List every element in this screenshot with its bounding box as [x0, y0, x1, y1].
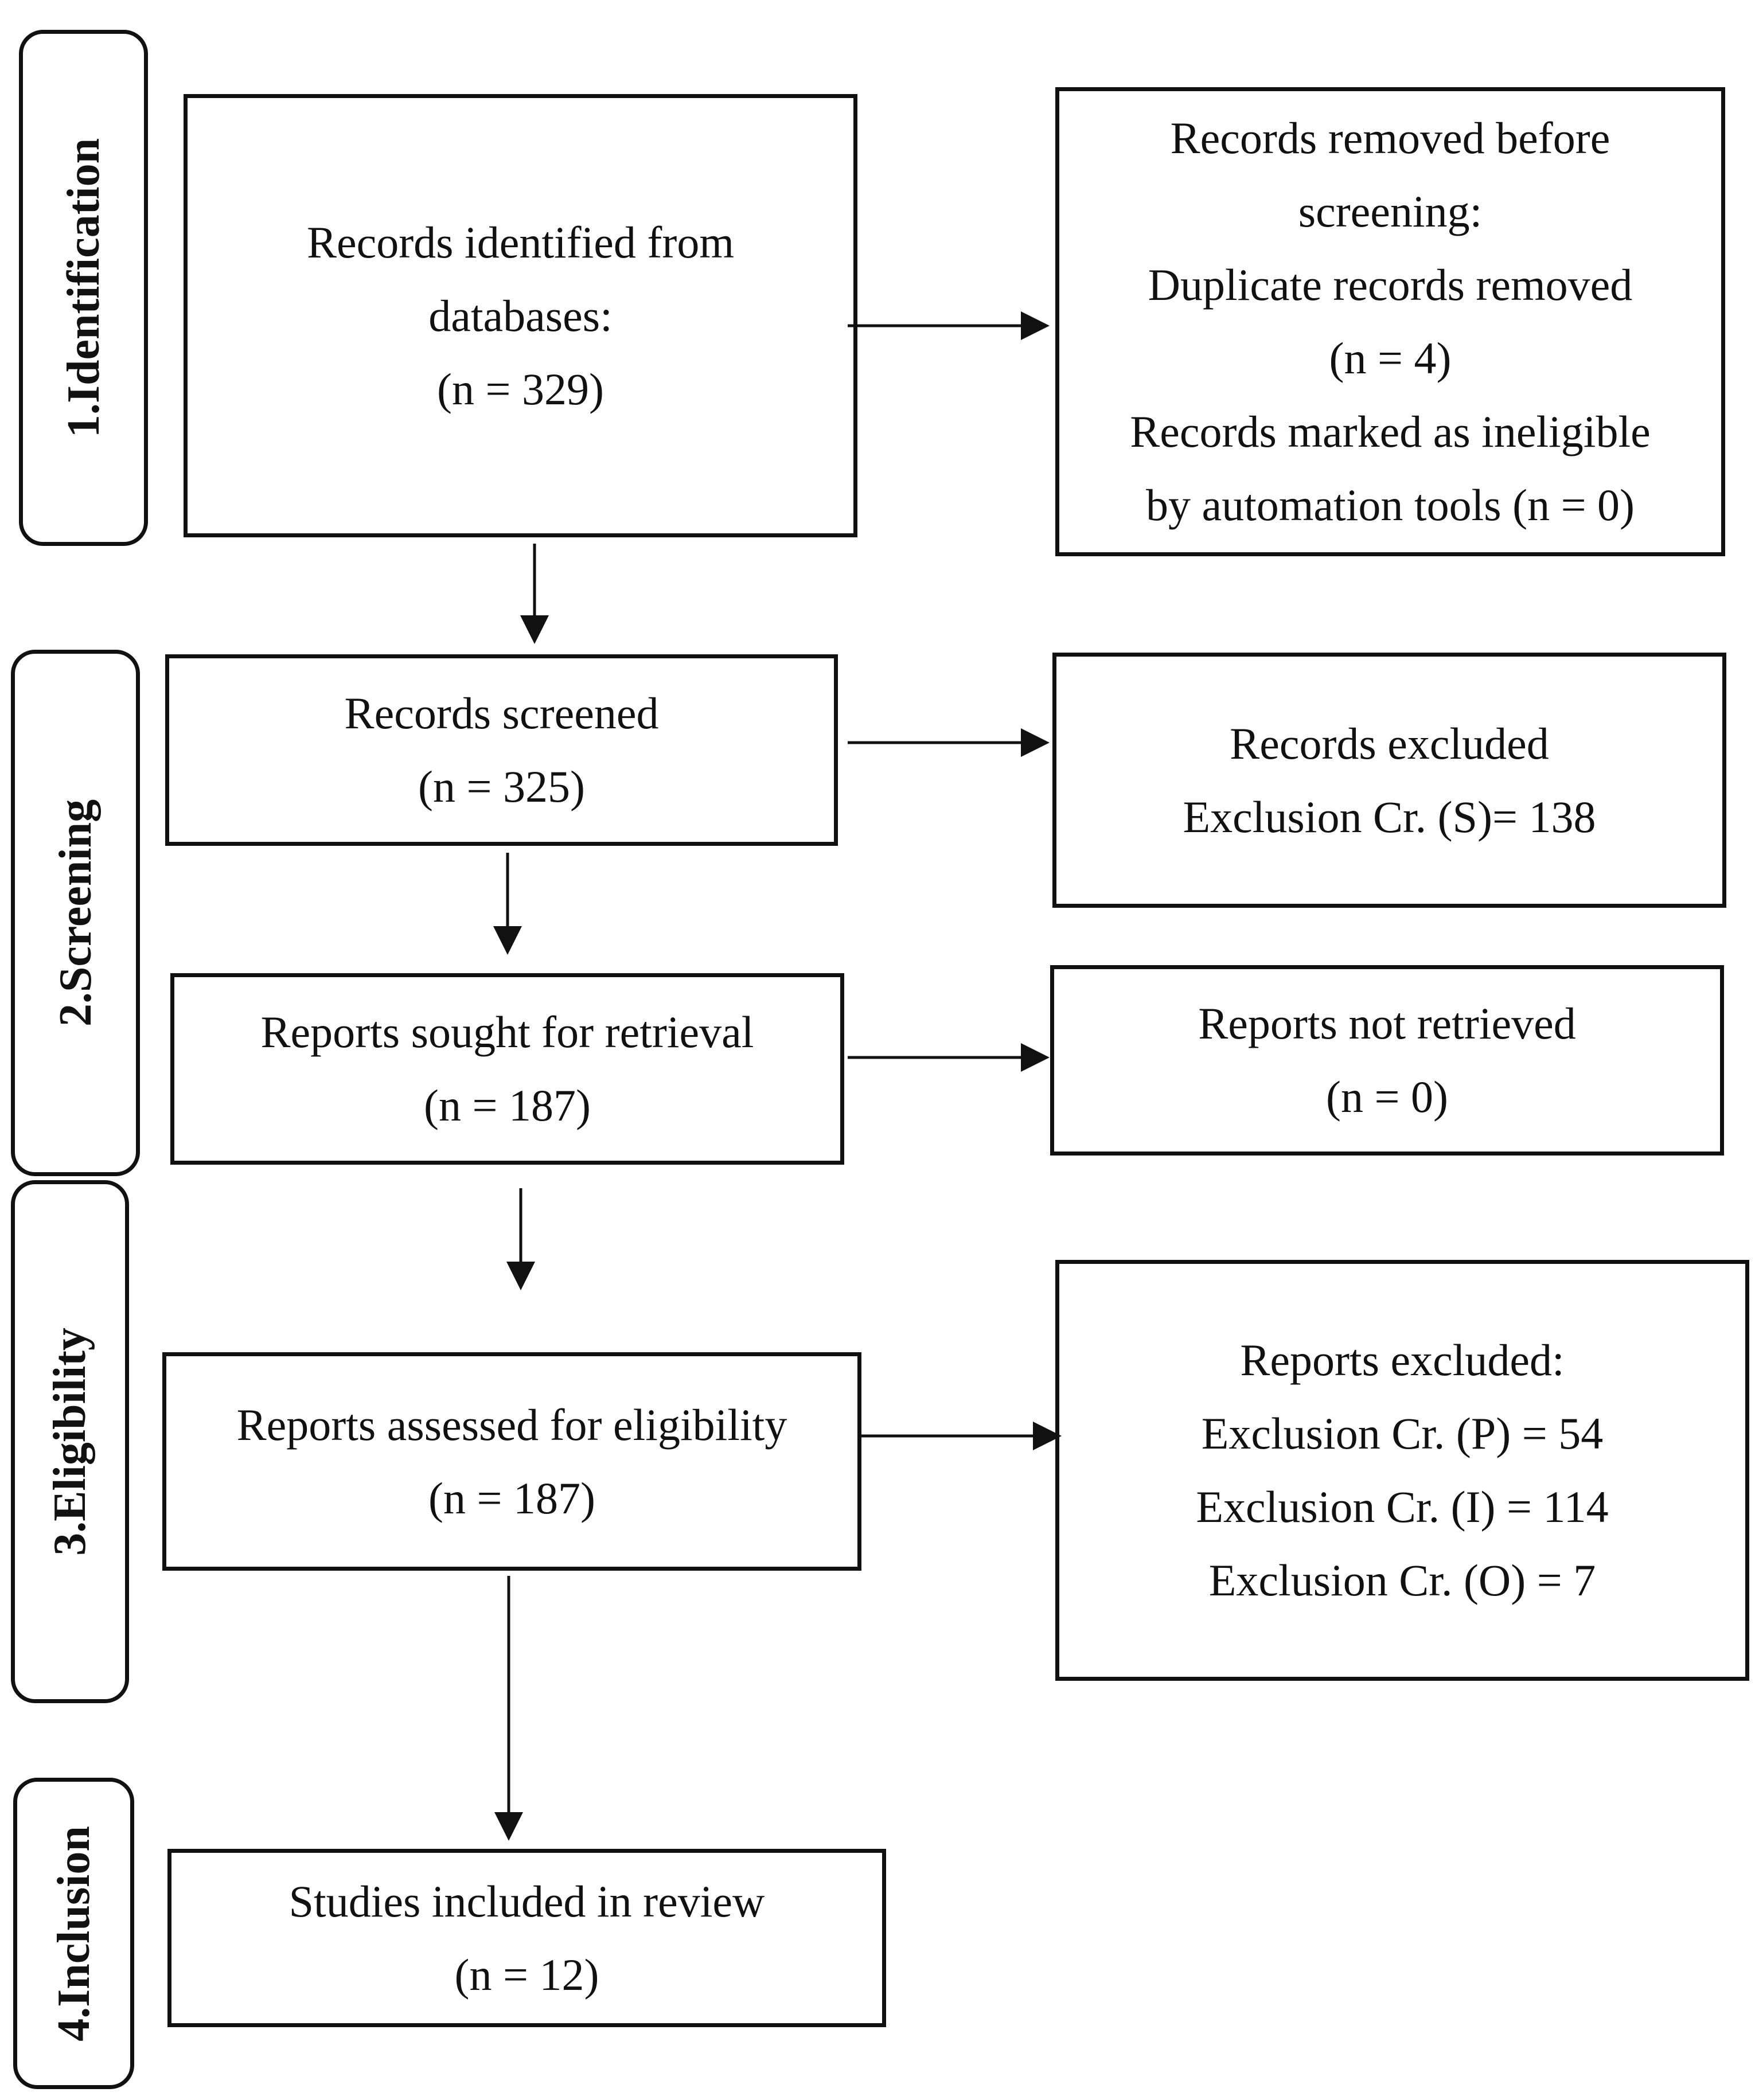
records-removed-box: Records removed before screening: Duplic…	[1055, 87, 1725, 556]
records-excluded-criteria-s: Exclusion Cr. (S)= 138	[1183, 791, 1596, 842]
records-removed-automation-count: by automation tools (n = 0)	[1145, 480, 1635, 530]
reports-sought-line-1: Reports sought for retrieval	[260, 1007, 754, 1057]
reports-excluded-box: Reports excluded: Exclusion Cr. (P) = 54…	[1055, 1260, 1749, 1681]
reports-excluded-criteria-i: Exclusion Cr. (I) = 114	[1196, 1482, 1609, 1532]
reports-sought-box: Reports sought for retrieval (n = 187)	[170, 973, 844, 1165]
reports-not-retrieved-box: Reports not retrieved (n = 0)	[1050, 965, 1724, 1156]
records-removed-duplicates-count: (n = 4)	[1329, 333, 1452, 383]
records-removed-line-2: screening:	[1298, 186, 1483, 236]
records-removed-line-1: Records removed before	[1170, 113, 1610, 163]
phase-eligibility: 3.Eligibility	[11, 1180, 129, 1703]
phase-screening: 2.Screening	[11, 650, 140, 1176]
studies-included-line-1: Studies included in review	[288, 1876, 765, 1926]
records-removed-line-3: Duplicate records removed	[1148, 260, 1633, 310]
reports-excluded-line-1: Reports excluded:	[1240, 1335, 1565, 1385]
reports-excluded-criteria-o: Exclusion Cr. (O) = 7	[1208, 1555, 1596, 1605]
studies-included-box: Studies included in review (n = 12)	[167, 1849, 886, 2027]
studies-included-count: (n = 12)	[454, 1949, 599, 2000]
records-identified-count: (n = 329)	[437, 364, 604, 414]
reports-sought-count: (n = 187)	[424, 1080, 591, 1130]
records-excluded-box: Records excluded Exclusion Cr. (S)= 138	[1052, 653, 1726, 908]
reports-assessed-line-1: Reports assessed for eligibility	[236, 1399, 787, 1450]
phase-identification: 1.Identification	[19, 30, 148, 546]
records-identified-line-2: databases:	[428, 290, 613, 341]
phase-inclusion: 4.Inclusion	[13, 1778, 134, 2089]
reports-assessed-box: Reports assessed for eligibility (n = 18…	[162, 1352, 861, 1571]
records-excluded-line-1: Records excluded	[1230, 718, 1549, 768]
reports-not-retrieved-line-1: Reports not retrieved	[1198, 998, 1576, 1048]
reports-assessed-count: (n = 187)	[428, 1473, 595, 1523]
reports-excluded-criteria-p: Exclusion Cr. (P) = 54	[1201, 1408, 1604, 1458]
records-removed-line-5: Records marked as ineligible	[1130, 407, 1651, 456]
records-screened-line-1: Records screened	[344, 688, 659, 738]
reports-not-retrieved-count: (n = 0)	[1326, 1072, 1448, 1122]
records-screened-count: (n = 325)	[418, 762, 585, 811]
records-identified-box: Records identified from databases: (n = …	[184, 94, 857, 537]
records-screened-box: Records screened (n = 325)	[165, 654, 838, 846]
records-identified-line-1: Records identified from	[306, 217, 735, 267]
